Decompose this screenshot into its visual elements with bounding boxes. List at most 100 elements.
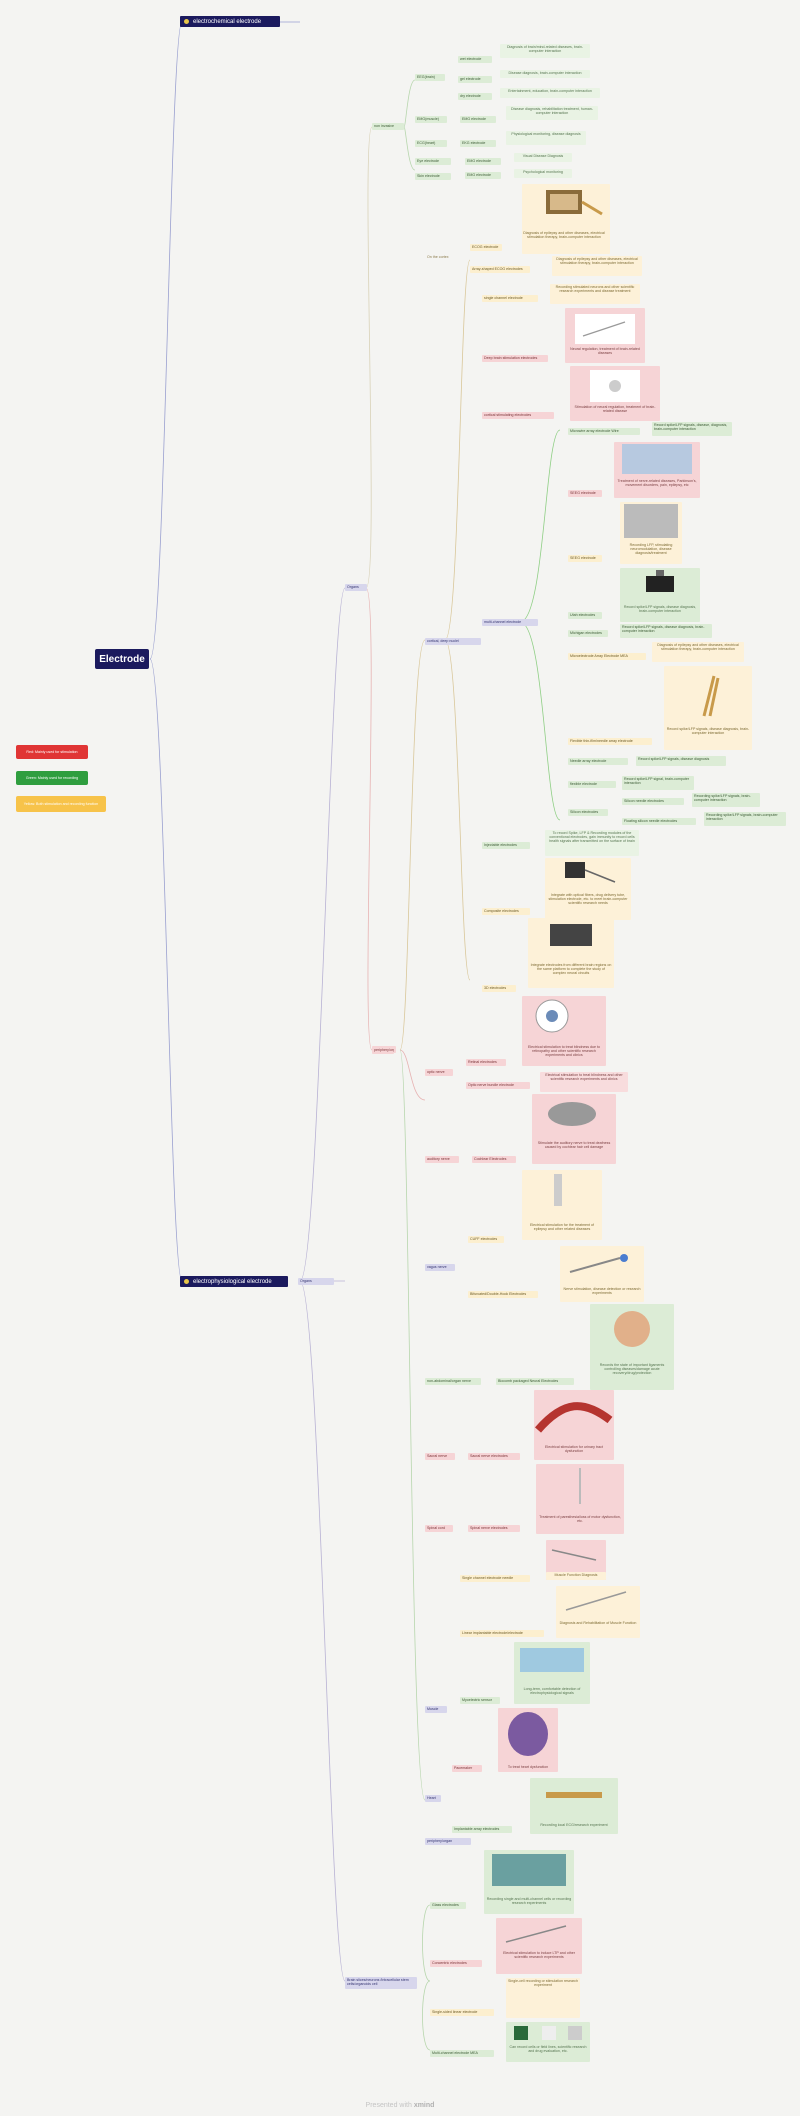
node-array-ecog[interactable]: Array-shaped ECOG electrodes <box>470 266 530 273</box>
utah-image <box>620 568 700 622</box>
node-organs[interactable]: Organs <box>345 584 367 591</box>
node-silicon[interactable]: Silicon electrodes <box>568 809 608 816</box>
leaf-gel: Disease diagnosis, brain-computer intera… <box>500 70 590 78</box>
seeg-image <box>614 442 700 498</box>
node-wet[interactable]: wet electrode <box>458 56 492 63</box>
ecog-image <box>522 184 610 254</box>
leaf-biocomb: Records the state of important ligaments… <box>599 1363 665 1376</box>
node-microwire[interactable]: Microwire array electrode Wire <box>568 428 640 435</box>
node-emg[interactable]: EMG(muscle) <box>415 116 447 123</box>
node-needle-array[interactable]: Needle array electrode <box>568 758 628 765</box>
node-flexible-thread[interactable]: Flexible thin-film/needle array electrod… <box>568 738 652 745</box>
node-composite[interactable]: Composite electrodes <box>482 908 530 915</box>
node-non-abdominal[interactable]: non-abdominal/organ nerve <box>425 1378 481 1385</box>
node-skin[interactable]: Skin electrode <box>415 173 451 180</box>
leaf-fmre: Recording LFP, stimulating neuromodulati… <box>629 543 673 556</box>
node-silicon-a[interactable]: Silicon needle electrodes <box>622 798 684 805</box>
node-3d[interactable]: 3D electrodes <box>482 985 516 992</box>
leaf-silicon-b: Recording spike/LFP signals, brain-compu… <box>704 812 786 826</box>
node-mea-slices[interactable]: Multi-channel electrode MEA <box>430 2050 494 2057</box>
node-brain-slices[interactable]: Brain slices/neurons /Intracellular stem… <box>345 1977 417 1989</box>
leaf-flexible-thread: Record spike/LFP signals, disease diagno… <box>666 727 750 736</box>
node-vagus[interactable]: vagus nerve <box>425 1264 455 1271</box>
node-retinal[interactable]: Retinal electrodes <box>466 1059 506 1066</box>
node-eye[interactable]: Eye electrode <box>415 158 451 165</box>
node-ecg[interactable]: ECG(heart) <box>415 140 447 147</box>
node-pacemaker[interactable]: Pacemaker <box>452 1765 482 1772</box>
node-peripheral[interactable]: periphery/organ <box>372 1047 394 1054</box>
root-node[interactable]: Electrode <box>95 649 149 669</box>
node-emg-sub[interactable]: EMG electrode <box>460 116 496 123</box>
node-gel[interactable]: gel electrode <box>458 76 492 83</box>
node-flexible[interactable]: flexible electrode <box>568 781 616 788</box>
leaf-3d: Integrate electrodes from different brai… <box>530 963 612 976</box>
branch-electrochemical[interactable]: electrochemical electrode <box>180 16 280 27</box>
node-ecg-sub[interactable]: EKG electrode <box>460 140 496 147</box>
bullet-icon <box>184 1279 189 1284</box>
node-cortical-stim[interactable]: cortical stimulating electrodes <box>482 412 554 419</box>
leaf-array-ecog: Diagnosis of epilepsy and other diseases… <box>552 256 642 276</box>
node-eeg[interactable]: EEG(brain) <box>415 74 445 81</box>
leaf-wet: Diagnosis of brain/mind-related diseases… <box>500 44 590 58</box>
node-glass[interactable]: Glass electrodes <box>430 1902 466 1909</box>
leaf-ecog: Diagnosis of epilepsy and other diseases… <box>523 231 605 240</box>
leaf-muscle-b: Diagnosis and Rehabilitation of Muscle F… <box>559 1621 637 1625</box>
node-multi-channel[interactable]: multi-channel electrode <box>482 619 538 626</box>
node-cortex[interactable]: On the cortex <box>427 255 449 259</box>
node-single-sided[interactable]: Single-sided linear electrode <box>430 2009 494 2016</box>
node-non-invasive[interactable]: non invasive <box>372 123 404 130</box>
node-muscle-b[interactable]: Linear implantable electrode/electrode <box>460 1630 544 1637</box>
leaf-vagus-clip: Nerve stimulation, disease detection or … <box>563 1287 641 1296</box>
leaf-sacral: Electrical stimulation for urinary tract… <box>545 1445 603 1454</box>
node-optic[interactable]: optic nerve <box>425 1069 453 1076</box>
node-implantable-array[interactable]: Implantable array electrodes <box>452 1826 512 1833</box>
node-michigan[interactable]: Michigan electrodes <box>568 630 608 637</box>
node-single-channel[interactable]: single channel electrode <box>482 295 538 302</box>
node-utah[interactable]: Utah electrodes <box>568 612 602 619</box>
node-vagus-clip[interactable]: Bifurcated/Double-Hook Electrodes <box>468 1291 538 1298</box>
branch-electrophysiological[interactable]: electrophysiological electrode <box>180 1276 288 1287</box>
node-sacral[interactable]: Sacral nerve <box>425 1453 455 1460</box>
branch-label: electrophysiological electrode <box>193 1278 272 1285</box>
node-electrophysiological-sub[interactable]: Organs <box>298 1278 334 1285</box>
node-eye-sub[interactable]: EMG electrode <box>465 158 501 165</box>
node-spinal-electrodes[interactable]: Spinal nerve electrodes <box>468 1525 520 1532</box>
legend-stimulation: Red: Mainly used for stimulation <box>16 745 88 759</box>
leaf-muscle-a: Muscle Function Diagnosis <box>546 1572 606 1580</box>
node-heart[interactable]: Heart <box>425 1795 441 1802</box>
node-fmre[interactable]: SEEG electrode <box>568 555 602 562</box>
fmre-image <box>620 502 682 564</box>
node-sacral-electrodes[interactable]: Sacral nerve electrodes <box>468 1453 520 1460</box>
node-cuff[interactable]: CUFF electrodes <box>468 1236 504 1243</box>
leaf-composite: Integrate with optical fibers, drug deli… <box>548 893 628 906</box>
node-other-category[interactable]: periphery/organ <box>425 1838 471 1845</box>
node-optic-bundle[interactable]: Optic nerve bundle electrode <box>466 1082 530 1089</box>
leaf-injectable: To record Spike, LFP & Recording modules… <box>545 830 639 856</box>
node-cortical-deep[interactable]: cortical, deep nuclei <box>425 638 481 645</box>
node-silicon-b[interactable]: Floating silicon needle electrodes <box>622 818 696 825</box>
node-muscle-c[interactable]: Myoelectric sensor <box>460 1697 500 1704</box>
bullet-icon <box>184 19 189 24</box>
node-biocomb[interactable]: Biocomb packaged Neural Electrodes <box>496 1378 574 1385</box>
spinal-image <box>536 1464 624 1534</box>
node-dry[interactable]: dry electrode <box>458 93 492 100</box>
footer-prefix: Presented with <box>365 2102 412 2109</box>
node-injectable[interactable]: Injectable electrodes <box>482 842 530 849</box>
branch-label: electrochemical electrode <box>193 18 262 25</box>
node-muscle[interactable]: Muscle <box>425 1706 447 1713</box>
3d-image <box>528 918 614 988</box>
node-cochlear[interactable]: Cochlear Electrodes <box>472 1156 516 1163</box>
node-dbs[interactable]: Deep brain stimulation electrodes <box>482 355 548 362</box>
node-mea[interactable]: Microelectrode Array Electrode MEA <box>568 653 646 660</box>
concentric-image <box>496 1918 582 1974</box>
node-ecog[interactable]: ECOG electrode <box>470 244 502 251</box>
node-spinal[interactable]: Spinal cord <box>425 1525 453 1532</box>
node-concentric[interactable]: Concentric electrodes <box>430 1960 482 1967</box>
node-seeg[interactable]: SEEG electrode <box>568 490 602 497</box>
node-skin-sub[interactable]: EMG electrode <box>465 172 501 179</box>
cortical-stim-image <box>570 366 660 421</box>
leaf-muscle-c: Long-term, comfortable detection of elec… <box>523 1687 581 1696</box>
node-muscle-a[interactable]: Single channel electrode needle <box>460 1575 530 1582</box>
node-auditory[interactable]: auditory nerve <box>425 1156 459 1163</box>
